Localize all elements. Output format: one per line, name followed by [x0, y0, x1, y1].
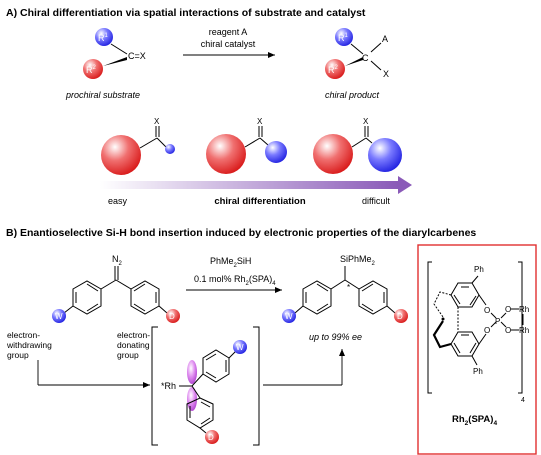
d-sphere [166, 309, 180, 323]
catalyst-loading: 0.1 mol% Rh2(SPA)4 [194, 274, 276, 287]
silane-product: SiPhMe2 * W D up to 99% ee [282, 254, 408, 342]
p-orbital-top [187, 360, 197, 384]
differentiation-gradient: easy chiral differentiation difficult [100, 176, 412, 207]
large-red-sphere [101, 135, 141, 175]
edg-label-2: donating [117, 340, 150, 350]
diazo-substrate: N2 W D [52, 254, 180, 323]
mechanism-path [37, 349, 345, 388]
p-orbital-bottom [187, 387, 197, 411]
d-label: D [169, 312, 175, 321]
model-x-label: X [154, 117, 160, 126]
w-sphere [282, 309, 296, 323]
small-blue-sphere [165, 144, 175, 154]
model-x-label: X [363, 117, 369, 126]
ewg-label-2: withdrawing [6, 340, 52, 350]
silyl-group: SiPhMe2 [340, 254, 376, 267]
w-label: W [236, 343, 244, 352]
phosphorus: P [495, 317, 500, 326]
edg-label-3: group [117, 350, 139, 360]
rh-top: Rh [519, 305, 529, 314]
edg-label-1: electron- [117, 330, 150, 340]
medium-blue-sphere [265, 141, 287, 163]
model-medium: X [206, 117, 287, 174]
diazo-label: N2 [112, 254, 123, 267]
substrate-caption: prochiral substrate [65, 90, 140, 100]
r2-sphere [83, 59, 103, 79]
d-label: D [208, 433, 214, 442]
rh-carbene-intermediate: *Rh W D [151, 326, 260, 446]
oxygen-bottom: O [484, 326, 490, 335]
catalyst-count: 4 [521, 397, 525, 404]
product-r2-sphere [325, 59, 345, 79]
ee-result: up to 99% ee [309, 332, 362, 342]
product-x-label: X [383, 69, 389, 79]
reaction-arrow-b: PhMe2SiH 0.1 mol% Rh2(SPA)4 [186, 256, 282, 293]
model-x-label: X [257, 117, 263, 126]
product-r1-label: R1 [338, 33, 349, 43]
ewg-label-1: electron- [7, 330, 40, 340]
model-large: X [313, 117, 402, 174]
stereocenter-star: * [347, 283, 350, 292]
reagent-label: reagent A [209, 27, 248, 37]
oxygen-p-bottom: O [505, 326, 511, 335]
product-a-label: A [382, 34, 388, 44]
ph-bottom-label: Ph [473, 367, 483, 376]
section-a-title: A) Chiral differentiation via spatial in… [6, 7, 366, 19]
d-sphere [394, 309, 408, 323]
chiral-product: R1 R2 C A X chiral product [325, 28, 389, 100]
oxygen-p-top: O [505, 305, 511, 314]
d-sphere [205, 430, 219, 444]
gradient-center-label: chiral differentiation [214, 196, 306, 207]
gradient-arrowhead [398, 176, 412, 194]
catalyst-structure-box: 4 Ph Ph O O P O O Rh Rh [417, 244, 537, 455]
w-sphere [233, 340, 247, 354]
rh-bottom: Rh [519, 326, 529, 335]
w-label: W [55, 312, 63, 321]
ph-top-label: Ph [474, 265, 484, 274]
product-caption: chiral product [325, 90, 380, 100]
catalyst-frame [417, 244, 537, 455]
product-r2-label: R2 [328, 65, 339, 75]
product-carbon: C [362, 53, 369, 63]
gradient-bar [100, 181, 398, 189]
section-b-title: B) Enantioselective Si-H bond insertion … [6, 227, 476, 239]
w-sphere [52, 309, 66, 323]
ewg-label-3: group [7, 350, 29, 360]
r1-label: R1 [98, 33, 109, 43]
prochiral-substrate: R1 R2 C=X prochiral substrate [65, 28, 146, 100]
silane-reagent: PhMe2SiH [210, 256, 251, 269]
oxygen-top: O [484, 306, 490, 315]
carbonyl-group: C=X [128, 51, 146, 61]
r2-label: R2 [86, 65, 97, 75]
catalyst-name: Rh2(SPA)4 [452, 414, 497, 427]
gradient-difficult-label: difficult [362, 196, 390, 206]
gradient-easy-label: easy [108, 196, 128, 206]
r1-sphere [95, 28, 113, 46]
large-red-sphere [206, 134, 246, 174]
catalyst-label: chiral catalyst [201, 39, 256, 49]
d-label: D [397, 312, 403, 321]
large-red-sphere [313, 134, 353, 174]
product-r1-sphere [335, 28, 353, 46]
rh-label: *Rh [161, 381, 176, 391]
model-small: X [101, 117, 175, 175]
large-blue-sphere [368, 138, 402, 172]
reaction-arrow-a: reagent A chiral catalyst [183, 27, 275, 58]
w-label: W [285, 312, 293, 321]
